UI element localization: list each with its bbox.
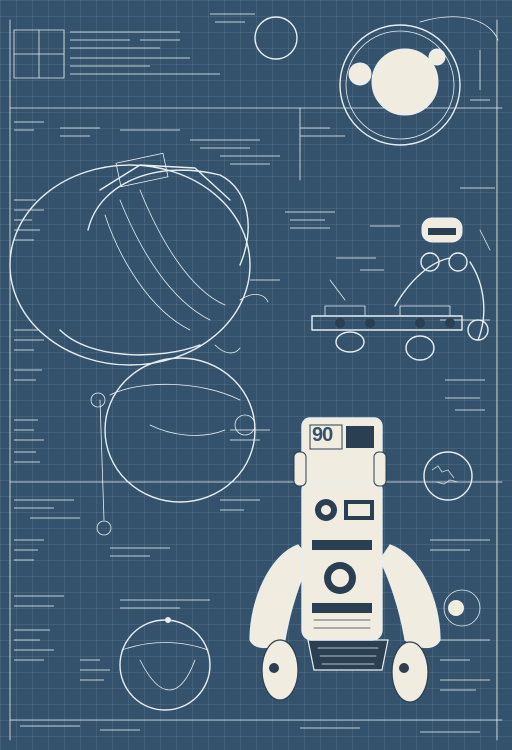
moon-drawing	[254, 16, 298, 60]
title-block	[13, 13, 255, 79]
planet-orbit-drawing	[339, 16, 499, 146]
annotation-scribbles	[14, 121, 495, 733]
rover-sketch	[311, 217, 491, 361]
robot-illustration	[249, 417, 441, 703]
small-moon-right	[443, 589, 481, 627]
robot-panel-number: 90	[312, 424, 333, 446]
helmet-sketch	[9, 152, 269, 536]
globe-drawing	[423, 451, 473, 501]
small-planet-diagram	[119, 617, 211, 711]
